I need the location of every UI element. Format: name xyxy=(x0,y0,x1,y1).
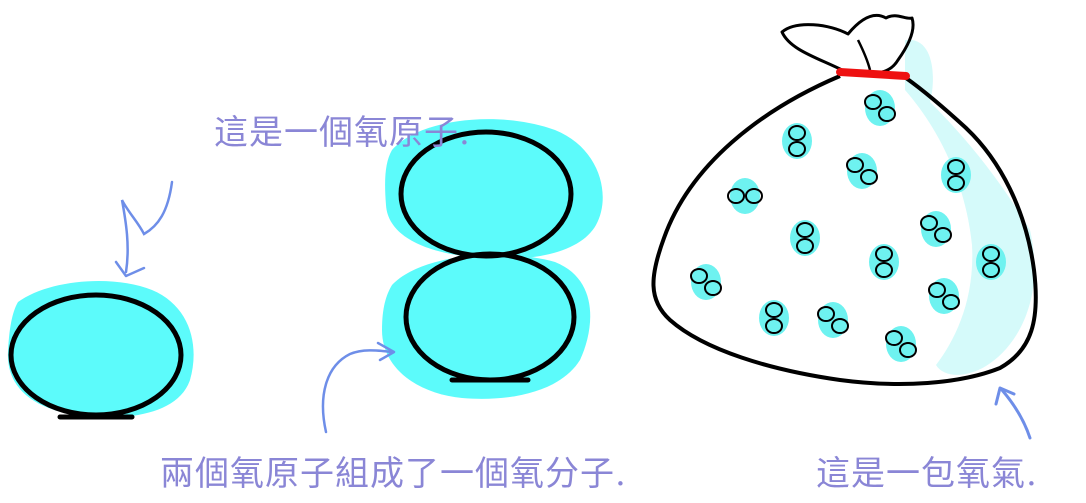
arrow-to-bag xyxy=(1000,388,1032,440)
bag-molecule-atom xyxy=(704,280,722,296)
bag-molecule-atom xyxy=(947,175,965,191)
bag-molecule-atom xyxy=(875,246,893,262)
bag-molecule-halo xyxy=(847,153,877,189)
bag-molecule-atom xyxy=(982,246,1000,262)
bag-outline xyxy=(651,74,1038,386)
bag-molecule xyxy=(864,90,896,126)
arrow-to-molecule xyxy=(321,349,394,434)
bag-molecule-atom xyxy=(947,159,965,175)
bag-molecule-atom xyxy=(942,294,960,310)
bag-molecule-halo xyxy=(929,278,959,314)
bag-molecule xyxy=(727,178,763,214)
bag-molecule-atom xyxy=(982,262,1000,278)
bag-molecule-atom xyxy=(765,302,783,318)
bag-molecule-atom xyxy=(765,318,783,334)
bag-molecule-atom xyxy=(934,227,952,243)
bag-molecule-atom xyxy=(899,342,917,358)
bag-molecule-atom xyxy=(864,94,882,110)
bag-tie xyxy=(836,68,910,80)
bag-molecule xyxy=(869,244,899,280)
molecule-caption: 兩個氧原子組成了一個氧分子. xyxy=(160,454,627,494)
bag-molecule xyxy=(920,211,952,247)
bag-molecule xyxy=(782,123,812,159)
bag-knot-inner xyxy=(856,39,872,71)
oxygen-atom-illustration xyxy=(7,280,194,420)
bag-molecule xyxy=(941,157,971,193)
bag-molecules xyxy=(690,90,1006,362)
bag-molecule-atom xyxy=(928,282,946,298)
bag-molecule-atom xyxy=(796,238,814,254)
bag-molecule-halo xyxy=(921,211,951,247)
bag-molecule-atom xyxy=(885,330,903,346)
bag-molecule-atom xyxy=(727,188,745,204)
bag-molecule-atom xyxy=(878,106,896,122)
bag-molecule xyxy=(976,244,1006,280)
bag-fill xyxy=(905,39,1035,375)
bag-molecule xyxy=(690,264,722,300)
bag-molecule-halo xyxy=(818,302,848,338)
bag-molecule xyxy=(885,326,917,362)
bag-molecule xyxy=(790,220,820,256)
bag-molecule-halo xyxy=(886,326,916,362)
atom-fill xyxy=(7,280,194,418)
bag-caption: 這是一包氧氣. xyxy=(816,454,1038,494)
bag-molecule-atom xyxy=(875,262,893,278)
bag-molecule xyxy=(928,278,960,314)
atom-caption: 這是一個氧原子. xyxy=(214,113,471,153)
bag-molecule-halo xyxy=(865,90,895,126)
arrow-to-atom-head xyxy=(114,260,146,278)
arrow-to-atom xyxy=(120,180,174,274)
bag-molecule-atom xyxy=(817,306,835,322)
bag-molecule-atom xyxy=(788,125,806,141)
bag-molecule-atom xyxy=(796,222,814,238)
oxygen-bag-illustration xyxy=(651,13,1038,386)
oxygen-molecule-illustration xyxy=(382,119,603,399)
bag-molecule-atom xyxy=(920,215,938,231)
bag-molecule-atom xyxy=(846,157,864,173)
arrow-to-molecule-head xyxy=(376,341,396,362)
bag-molecule-halo xyxy=(691,264,721,300)
bag-molecule-atom xyxy=(831,318,849,334)
bag-top-knot xyxy=(780,13,915,74)
bag-molecule-atom xyxy=(860,169,878,185)
molecule-fill-bottom xyxy=(382,254,591,399)
bag-molecule xyxy=(759,300,789,336)
bag-molecule-atom xyxy=(690,268,708,284)
bag-molecule xyxy=(846,153,878,189)
bag-molecule-atom xyxy=(788,141,806,157)
bag-molecule-atom xyxy=(745,188,763,204)
bag-molecule xyxy=(817,302,849,338)
arrow-to-bag-head xyxy=(994,386,1016,406)
